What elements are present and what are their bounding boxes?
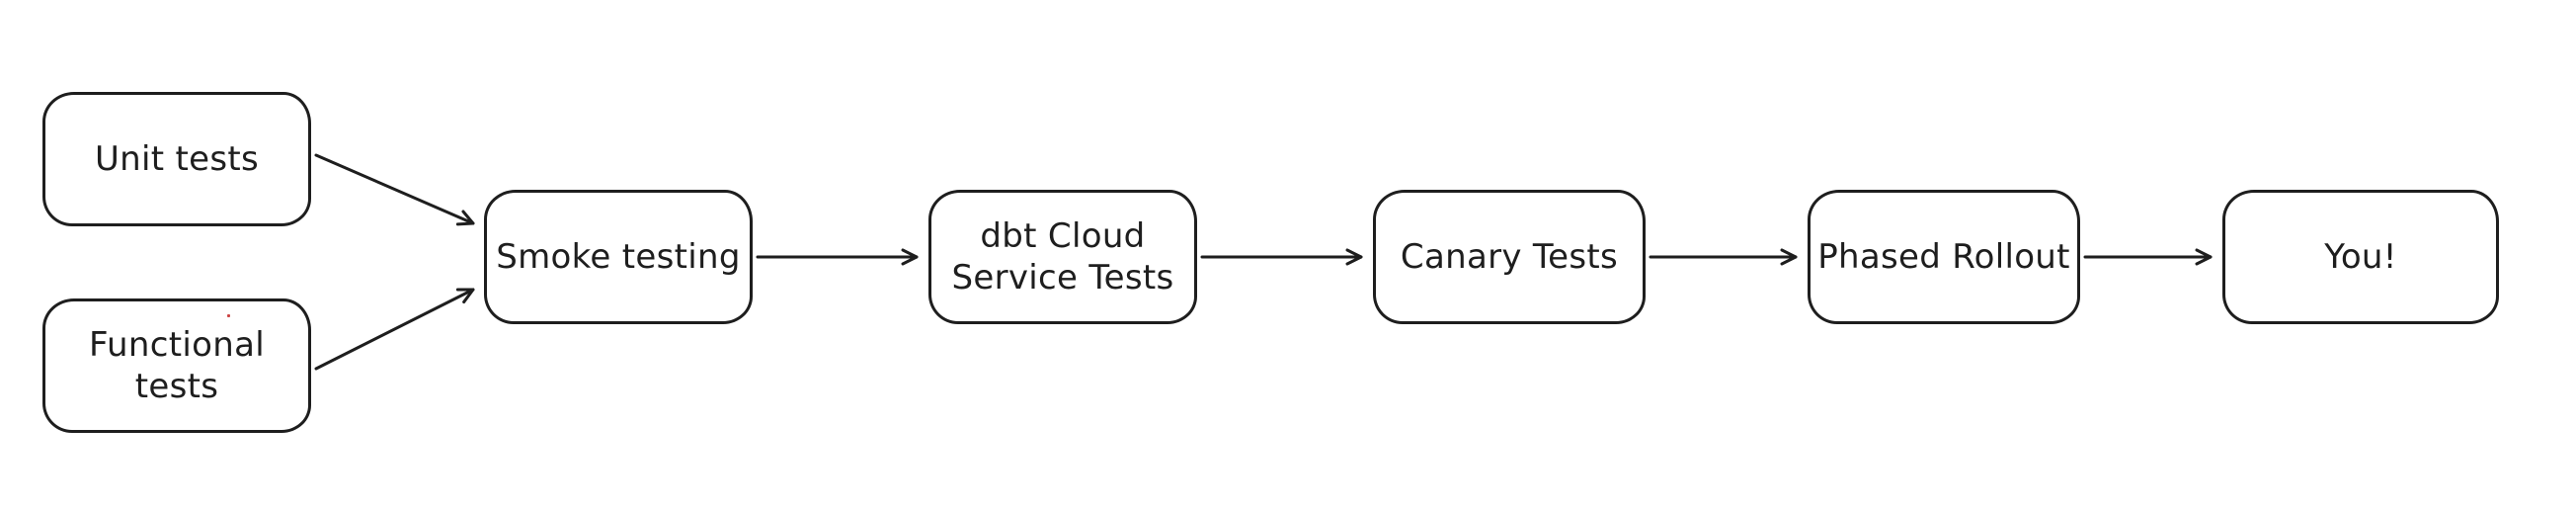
node-dbt-cloud-service-tests-label: dbt Cloud Service Tests xyxy=(951,215,1174,298)
node-phased-rollout-label: Phased Rollout xyxy=(1817,236,2070,277)
node-functional-tests: Functional tests xyxy=(42,298,311,433)
node-dbt-cloud-service-tests: dbt Cloud Service Tests xyxy=(928,190,1197,324)
node-unit-tests-label: Unit tests xyxy=(94,138,260,179)
arrow-unit-tests-to-smoke-testing xyxy=(314,153,475,226)
node-canary-tests-label: Canary Tests xyxy=(1400,236,1619,277)
node-functional-tests-label: Functional tests xyxy=(89,324,265,407)
red-speck-artifact xyxy=(227,314,230,317)
node-canary-tests: Canary Tests xyxy=(1373,190,1646,324)
arrow-functional-tests-to-smoke-testing xyxy=(314,288,475,371)
node-smoke-testing-label: Smoke testing xyxy=(496,236,741,277)
node-you-label: You! xyxy=(2324,236,2397,277)
node-smoke-testing: Smoke testing xyxy=(484,190,753,324)
node-phased-rollout: Phased Rollout xyxy=(1808,190,2080,324)
node-you: You! xyxy=(2222,190,2499,324)
node-unit-tests: Unit tests xyxy=(42,92,311,226)
